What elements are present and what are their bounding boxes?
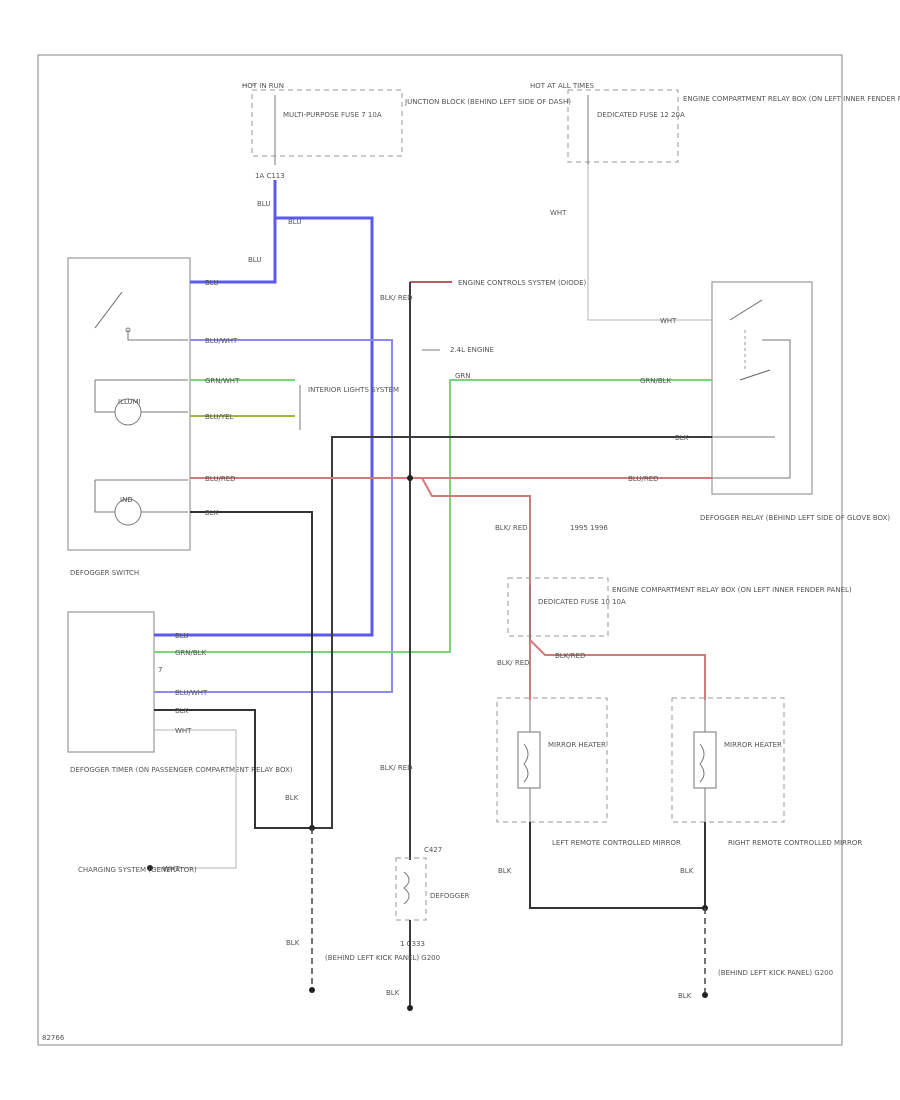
wire-label-blu-2: BLU (288, 218, 301, 226)
wire-label-wht-timer: WHT (175, 727, 192, 735)
charging-system-label: CHARGING SYSTEM (GENERATOR) (78, 866, 197, 874)
illumi-lamp-label: ILLUMI (118, 398, 141, 406)
mirror-fuse-year-note: 1995 1996 (570, 524, 608, 532)
wire-label-blu-red-2: BLU/RED (628, 475, 659, 483)
ind-lamp-label: IND (120, 496, 133, 504)
wire-label-blu-yel: BLU/YEL (205, 413, 234, 421)
fuse-hot-in-run: HOT IN RUN MULTI-PURPOSE FUSE 7 10A JUNC… (242, 82, 571, 180)
defogger-switch-label: DEFOGGER SWITCH (70, 569, 139, 577)
wire-blu-switch (190, 180, 277, 284)
fuse-mirror: DEDICATED FUSE 10 10A ENGINE COMPARTMENT… (507, 577, 852, 640)
defogger-connector-top: C427 (424, 846, 442, 854)
ground-left-label: (BEHIND LEFT KICK PANEL) G200 (325, 954, 440, 962)
wire-blk-switch (190, 511, 313, 828)
fuse12-label: DEDICATED FUSE 12 20A (597, 111, 685, 119)
wire-label-blk-2: BLK (285, 794, 299, 802)
wire-label-blk-red-2: BLK/ RED (380, 764, 413, 772)
wire-label-blu-3: BLU (248, 256, 261, 264)
wire-wht-relay (587, 165, 712, 321)
wire-label-blk-timer: BLK (175, 707, 189, 715)
wire-blk-red-right-mirror (529, 639, 706, 700)
wire-label-wht-2: WHT (660, 317, 677, 325)
wire-blk-relay (312, 436, 712, 829)
defogger-timer: DEFOGGER TIMER (ON PASSENGER COMPARTMENT… (67, 611, 293, 774)
diagram-frame (37, 54, 843, 1046)
wire-label-blu-wht-1: BLU/WHT (205, 337, 238, 345)
fuse-hot-at-all-times: HOT AT ALL TIMES DEDICATED FUSE 12 20A E… (530, 82, 900, 165)
fuse7-connector: 1A C113 (255, 172, 285, 180)
defogger-label: DEFOGGER (430, 892, 470, 900)
wire-label-wht-charging: WHT (163, 865, 180, 873)
junction-block-label: JUNCTION BLOCK (BEHIND LEFT SIDE OF DASH… (404, 98, 571, 106)
wire-label-blk-ground-right: BLK (678, 992, 692, 1000)
wire-label-wht-1: WHT (550, 209, 567, 217)
wire-label-blu-4: BLU (205, 279, 218, 287)
interior-lights-label: INTERIOR LIGHTS SYSTEM (308, 386, 399, 394)
left-mirror: MIRROR HEATER LEFT REMOTE CONTROLLED MIR… (496, 697, 681, 847)
right-mirror-heater-label: MIRROR HEATER (724, 741, 782, 749)
wire-label-blk-red-1: BLK/ RED (380, 294, 413, 302)
defogger-connector-bottom: 1 C333 (400, 940, 425, 948)
wire-blu-timer (154, 216, 374, 637)
ground-right-label: (BEHIND LEFT KICK PANEL) G200 (718, 969, 833, 977)
wire-label-blk-right-mirror: BLK (680, 867, 694, 875)
wire-label-blk-relay: BLK (675, 434, 689, 442)
defogger-relay-label: DEFOGGER RELAY (BEHIND LEFT SIDE OF GLOV… (700, 514, 890, 522)
defogger-relay: DEFOGGER RELAY (BEHIND LEFT SIDE OF GLOV… (700, 281, 890, 522)
wire-label-blu-wht-2: BLU/WHT (175, 689, 208, 697)
fuse10-label: DEDICATED FUSE 10 10A (538, 598, 626, 606)
wire-label-blk-switch: BLK (205, 509, 219, 517)
wire-label-blk-red-3: BLK/ RED (495, 524, 528, 532)
wire-label-blu-red-1: BLU/RED (205, 475, 236, 483)
footer-code: 82766 (42, 1034, 65, 1042)
wire-label-grn: GRN (455, 372, 471, 380)
hot-at-all-times-header: HOT AT ALL TIMES (530, 82, 595, 90)
engine-controls-label: ENGINE CONTROLS SYSTEM (DIODE) (458, 279, 587, 287)
wire-wht-charging (150, 729, 237, 869)
wire-label-blk-ground-left: BLK (286, 939, 300, 947)
rear-defogger: DEFOGGER C427 1 C333 (395, 846, 470, 948)
wire-label-blu-timer: BLU (175, 632, 188, 640)
wire-blk-timer (154, 709, 312, 829)
wire-label-blu-1: BLU (257, 200, 270, 208)
left-mirror-label: LEFT REMOTE CONTROLLED MIRROR (552, 839, 681, 847)
wire-label-grn-blk-2: GRN/BLK (175, 649, 207, 657)
wire-label-blk-left-mirror: BLK (498, 867, 512, 875)
hot-in-run-header: HOT IN RUN (242, 82, 284, 90)
relay-box-label-top: ENGINE COMPARTMENT RELAY BOX (ON LEFT IN… (683, 95, 900, 103)
defogger-timer-label: DEFOGGER TIMER (ON PASSENGER COMPARTMENT… (70, 766, 293, 774)
wire-label-grn-blk-1: GRN/BLK (640, 377, 672, 385)
wire-blu-wht (154, 339, 393, 693)
wire-blk-red-mirror (421, 477, 531, 640)
wire-label-grn-wht: GRN/WHT (205, 377, 240, 385)
timer-terminal-7: 7 (158, 666, 162, 674)
wire-label-blk-red-4: BLK/RED (555, 652, 585, 660)
wire-label-blk-red-5: BLK/ RED (497, 659, 530, 667)
right-mirror-label: RIGHT REMOTE CONTROLLED MIRROR (728, 839, 862, 847)
relay-box-label-mirror: ENGINE COMPARTMENT RELAY BOX (ON LEFT IN… (612, 586, 852, 594)
fuse7-label: MULTI-PURPOSE FUSE 7 10A (283, 111, 382, 119)
wire-blk-left-mirror (529, 822, 705, 909)
engine-note-label: 2.4L ENGINE (450, 346, 494, 354)
wire-label-blk-defogger: BLK (386, 989, 400, 997)
right-mirror: MIRROR HEATER RIGHT REMOTE CONTROLLED MI… (671, 697, 862, 847)
wire-grn-blk (154, 379, 712, 653)
left-mirror-heater-label: MIRROR HEATER (548, 741, 606, 749)
defogger-switch: DEFOGGER SWITCH ILLUMI IND (67, 257, 191, 577)
